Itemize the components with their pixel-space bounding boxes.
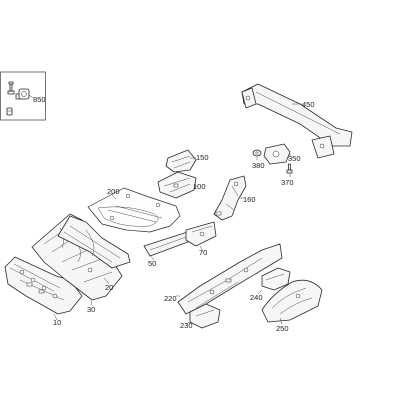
callout-30[interactable]: 30 — [87, 305, 95, 314]
part-350-bracket[interactable] — [263, 143, 291, 165]
callout-200[interactable]: 200 — [107, 187, 120, 196]
callout-160[interactable]: 160 — [243, 195, 256, 204]
callout-380[interactable]: 380 — [252, 161, 265, 170]
callout-450[interactable]: 450 — [302, 100, 315, 109]
callout-230[interactable]: 230 — [180, 321, 193, 330]
callout-20[interactable]: 20 — [105, 283, 113, 292]
part-220-side-member[interactable] — [177, 243, 283, 315]
callout-50[interactable]: 50 — [148, 259, 156, 268]
part-150-panel[interactable] — [165, 149, 197, 173]
part-450-rear-bumper-beam[interactable] — [241, 83, 353, 159]
part-100-support[interactable] — [157, 171, 197, 199]
part-160-strut[interactable] — [213, 175, 247, 221]
callout-10[interactable]: 10 — [53, 318, 61, 327]
callout-240[interactable]: 240 — [250, 293, 263, 302]
part-380-nut[interactable] — [252, 149, 262, 157]
callout-250[interactable]: 250 — [276, 324, 289, 333]
grommet-icon — [18, 88, 30, 100]
part-70-rear-bracket[interactable] — [185, 221, 217, 247]
part-200-rear-floor-pan[interactable] — [87, 187, 181, 233]
part-10-outer-rail[interactable] — [4, 256, 83, 315]
callout-100[interactable]: 100 — [193, 182, 206, 191]
callout-850[interactable]: 850 — [33, 95, 46, 104]
part-250-wheelhouse-outer[interactable] — [261, 279, 323, 323]
callout-370[interactable]: 370 — [281, 178, 294, 187]
callout-350[interactable]: 350 — [288, 154, 301, 163]
callout-70[interactable]: 70 — [199, 248, 207, 257]
callout-220[interactable]: 220 — [164, 294, 177, 303]
callout-150[interactable]: 150 — [196, 153, 209, 162]
part-20-center-tunnel[interactable] — [57, 215, 131, 269]
inset-box-850: 850 — [0, 71, 46, 121]
part-370-bolt[interactable] — [286, 163, 293, 174]
part-240-wheelhouse-inner[interactable] — [261, 267, 291, 291]
